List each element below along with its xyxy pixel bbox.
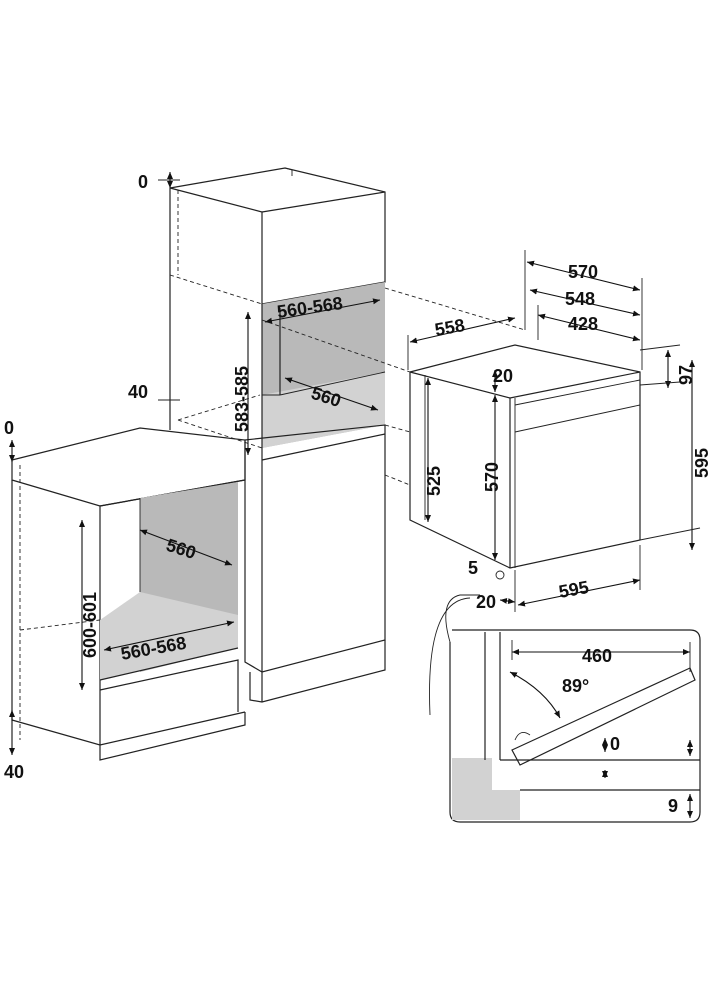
- door-detail-inset: [429, 594, 701, 823]
- oven-width-570-label: 570: [568, 262, 598, 282]
- door-gap-0-label: 0: [610, 734, 620, 754]
- oven-gap-20-label: 20: [476, 592, 496, 612]
- oven-top-20-label: 20: [493, 366, 513, 386]
- oven-height-525-label: 525: [424, 466, 444, 496]
- under-niche-height-label: 600-601: [80, 592, 100, 658]
- door-angle-label: 89°: [562, 676, 589, 696]
- tall-bottom-gap-label: 40: [128, 382, 148, 402]
- oven-width-595-label: 595: [557, 577, 590, 602]
- oven-front-97-label: 97: [676, 365, 696, 385]
- oven-width-428-label: 428: [568, 314, 598, 334]
- oven-gap-5-label: 5: [468, 558, 478, 578]
- door-gap-9-label: 9: [668, 796, 678, 816]
- under-bottom-gap-label: 40: [4, 762, 24, 782]
- under-counter-unit: [11, 427, 246, 761]
- oven: [409, 344, 641, 569]
- door-depth-460-label: 460: [582, 646, 612, 666]
- under-top-gap-label: 0: [4, 418, 14, 438]
- tall-top-gap-label: 0: [138, 172, 148, 192]
- tall-niche-height-label: 583-585: [232, 366, 252, 432]
- dimension-arrows: [9, 172, 701, 755]
- oven-depth-558-label: 558: [433, 315, 466, 340]
- oven-height-595-label: 595: [692, 448, 712, 478]
- oven-width-548-label: 548: [565, 289, 595, 309]
- oven-height-570-label: 570: [482, 462, 502, 492]
